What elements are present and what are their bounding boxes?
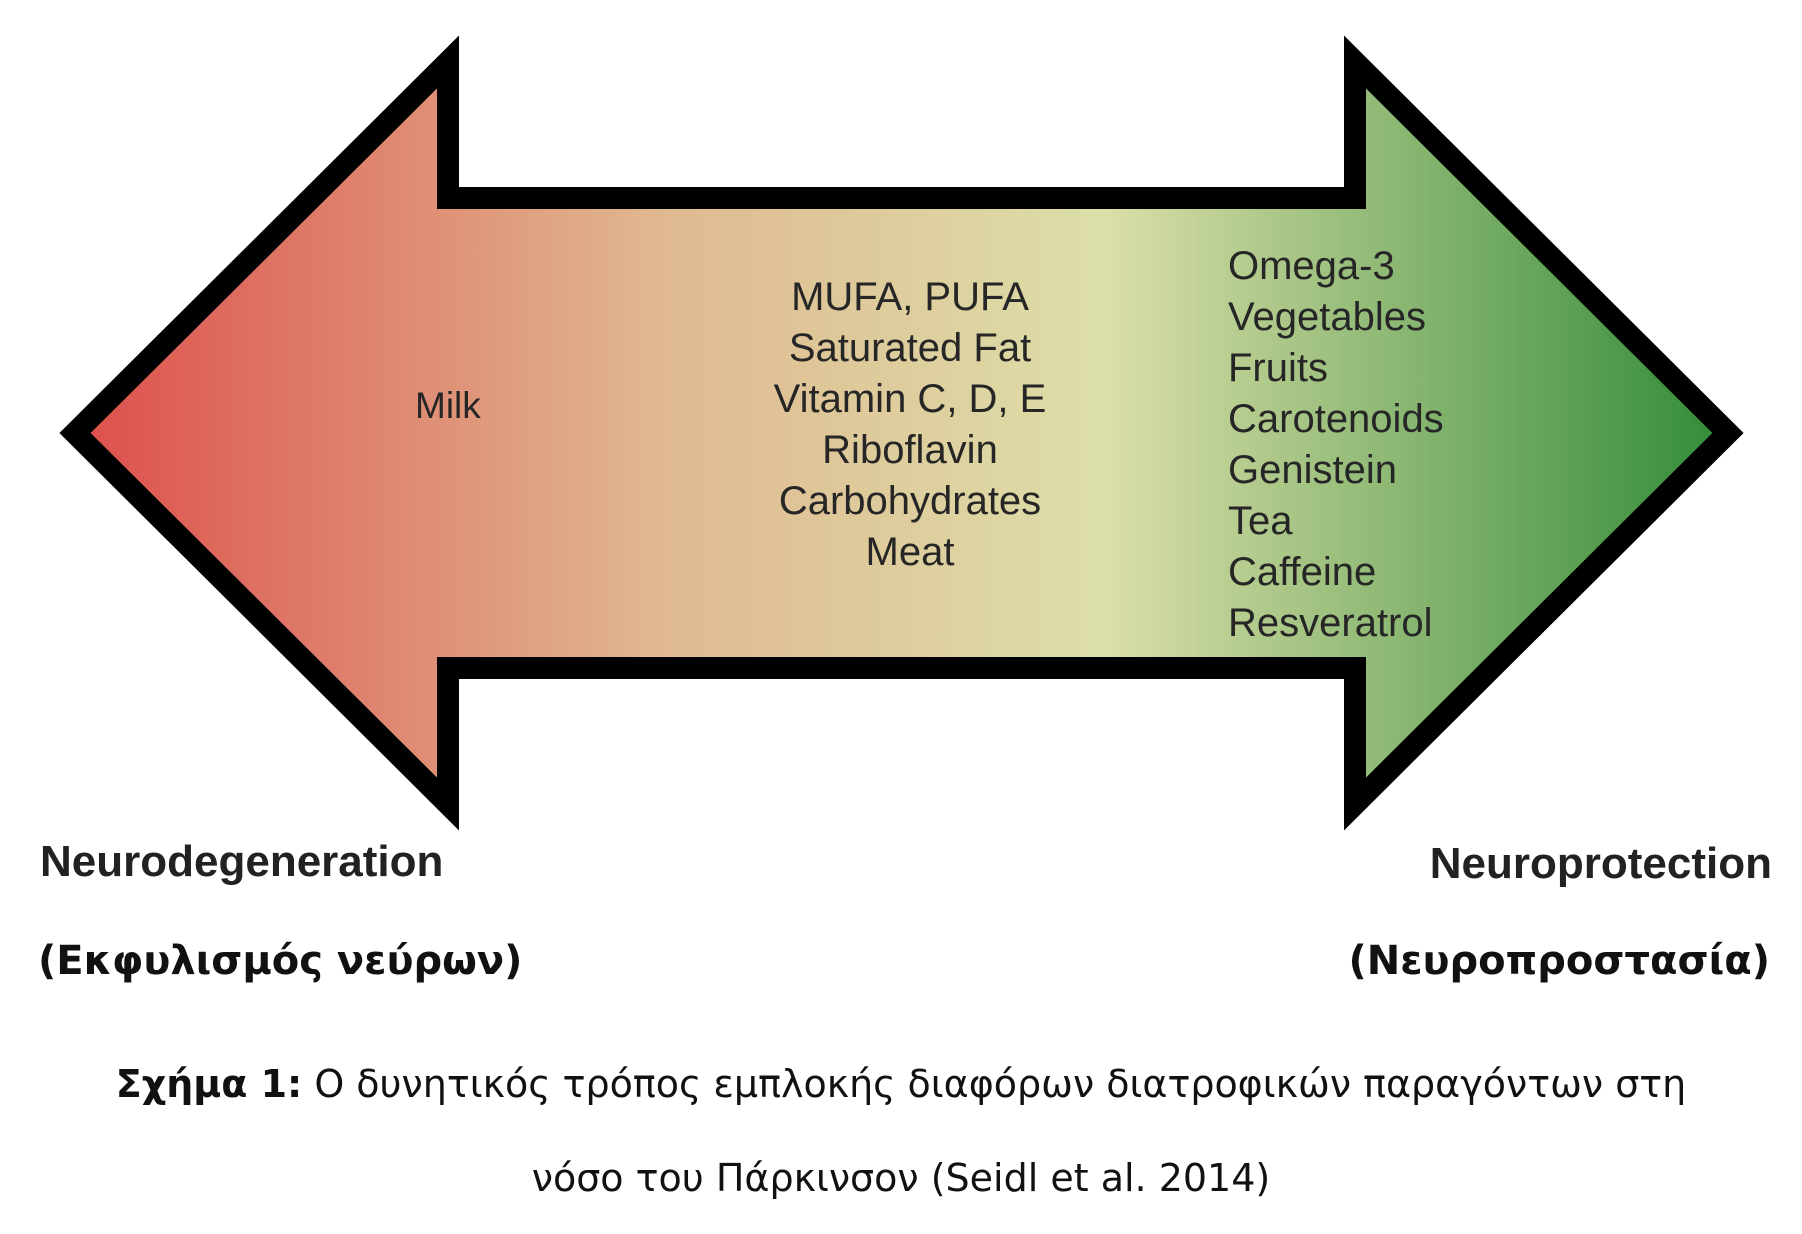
right-pole-translation: (Νευροπροστασία) [1348, 938, 1770, 984]
protective-factor: Vegetables [1228, 295, 1426, 339]
left-pole-label: Neurodegeneration [40, 837, 443, 886]
neutral-factor: Riboflavin [822, 428, 998, 472]
caption-text-line1: Ο δυνητικός τρόπος εμπλοκής διαφόρων δια… [314, 1062, 1687, 1106]
protective-factor: Fruits [1228, 346, 1328, 390]
figure-caption: Σχήμα 1: Ο δυνητικός τρόπος εμπλοκής δια… [0, 1062, 1802, 1106]
neutral-factor: Vitamin C, D, E [774, 377, 1047, 421]
double-arrow-shape [59, 35, 1744, 831]
double-arrow-diagram: Milk MUFA, PUFA Saturated Fat Vitamin C,… [40, 35, 1772, 888]
neutral-factor: Saturated Fat [789, 326, 1031, 370]
neutral-factor-list: MUFA, PUFA Saturated Fat Vitamin C, D, E… [774, 275, 1047, 574]
protective-factor: Genistein [1228, 448, 1397, 492]
protective-factor: Resveratrol [1228, 601, 1433, 645]
protective-factor: Carotenoids [1228, 397, 1444, 441]
right-pole-label: Neuroprotection [1430, 839, 1772, 888]
caption-label: Σχήμα 1: [115, 1062, 303, 1106]
figure-caption-line2: νόσο του Πάρκινσον (Seidl et al. 2014) [531, 1156, 1271, 1200]
protective-factor: Tea [1228, 499, 1293, 543]
left-pole-translation: (Εκφυλισμός νεύρων) [38, 938, 523, 984]
protective-factor: Caffeine [1228, 550, 1376, 594]
protective-factor-list: Omega-3 Vegetables Fruits Carotenoids Ge… [1228, 244, 1444, 645]
protective-factor: Omega-3 [1228, 244, 1395, 288]
neutral-factor: Meat [866, 530, 955, 574]
neutral-factor: Carbohydrates [779, 479, 1041, 523]
neutral-factor: MUFA, PUFA [791, 275, 1029, 319]
factor-negative: Milk [415, 385, 481, 426]
